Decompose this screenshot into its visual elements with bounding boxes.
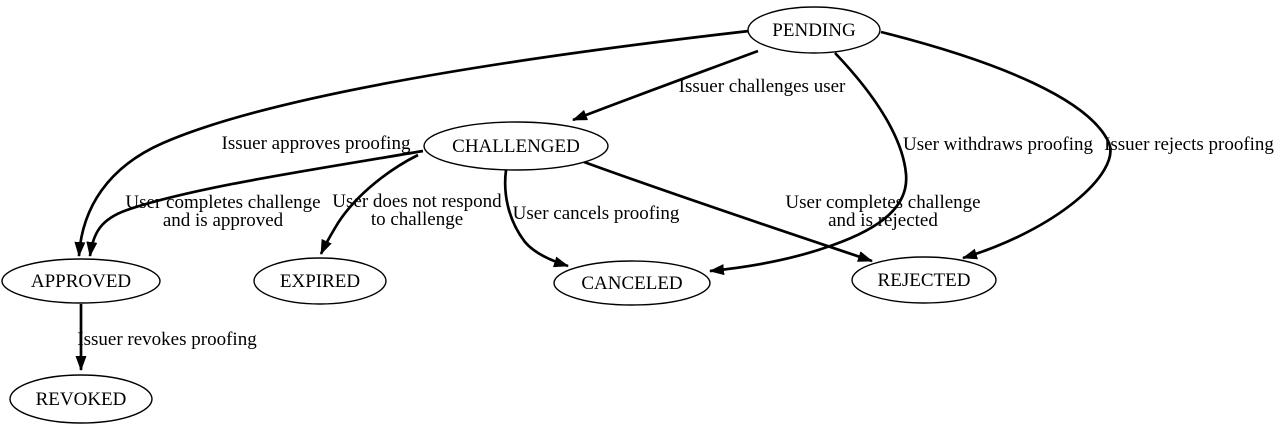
- edge-label-pending-challenged: Issuer challenges user: [679, 76, 846, 97]
- state-label-revoked: REVOKED: [36, 389, 127, 410]
- state-node-revoked: [9, 374, 153, 424]
- edge-challenged-to-expired: [319, 153, 419, 255]
- edge-label-challenged-rejected-line1: User completes challenge: [785, 192, 980, 213]
- state-node-expired: [253, 257, 387, 305]
- edge-label-challenged-expired-line2: to challenge: [371, 209, 463, 230]
- state-label-expired: EXPIRED: [280, 271, 360, 292]
- state-label-pending: PENDING: [772, 20, 856, 41]
- edge-group: [74, 29, 1112, 371]
- edge-label-challenged-canceled: User cancels proofing: [513, 203, 680, 224]
- edge-pending-to-rejected: [880, 30, 1112, 260]
- edge-challenged-to-approved: [86, 149, 424, 257]
- edge-label-approved-revoked: Issuer revokes proofing: [77, 329, 257, 350]
- edge-pending-to-approved: [74, 29, 750, 257]
- state-label-challenged: CHALLENGED: [452, 136, 580, 157]
- state-label-approved: APPROVED: [31, 271, 131, 292]
- state-node-canceled: [553, 260, 711, 306]
- state-node-rejected: [851, 256, 997, 304]
- node-group: [1, 6, 997, 424]
- state-node-pending: [747, 6, 881, 54]
- edge-label-challenged-rejected-line2: and is rejected: [828, 210, 938, 231]
- edge-pending-to-canceled: [709, 52, 908, 276]
- edge-label-pending-canceled: User withdraws proofing: [903, 134, 1093, 155]
- edge-label-group: Issuer challenges user Issuer approves p…: [77, 76, 1274, 350]
- edge-pending-to-challenged: [572, 49, 759, 122]
- edge-label-challenged-approved-line2: and is approved: [163, 210, 284, 231]
- state-node-challenged: [423, 121, 609, 171]
- state-label-rejected: REJECTED: [878, 270, 971, 291]
- state-label-canceled: CANCELED: [581, 273, 682, 294]
- edge-label-pending-rejected: Issuer rejects proofing: [1104, 134, 1274, 155]
- edge-label-pending-approved: Issuer approves proofing: [222, 133, 411, 154]
- node-label-group: PENDING CHALLENGED APPROVED EXPIRED CANC…: [31, 20, 971, 410]
- edge-label-challenged-expired-line1: User does not respond: [332, 191, 502, 212]
- edge-challenged-to-rejected: [583, 160, 873, 263]
- edge-label-challenged-approved-line1: User completes challenge: [125, 192, 320, 213]
- state-node-approved: [1, 258, 161, 304]
- edge-challenged-to-canceled: [503, 169, 569, 268]
